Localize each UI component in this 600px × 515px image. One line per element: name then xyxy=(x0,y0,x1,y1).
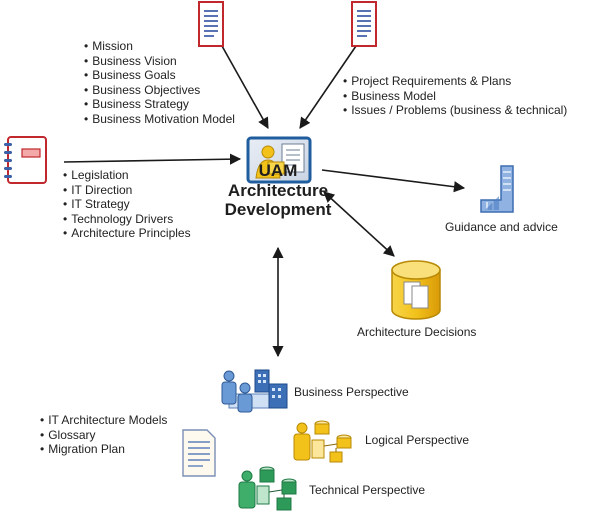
arrow-notebook xyxy=(63,153,242,165)
business-people-icon xyxy=(221,369,288,413)
architect-icon xyxy=(246,136,312,184)
arrow-guidance xyxy=(321,169,466,193)
arrows xyxy=(63,45,466,358)
list-item: Business Motivation Model xyxy=(84,112,235,127)
guidance-label: Guidance and advice xyxy=(445,220,558,234)
arrow-doc-right xyxy=(299,45,357,129)
deliverables-list: IT Architecture Models Glossary Migratio… xyxy=(40,413,167,457)
it-inputs-list: Legislation IT Direction IT Strategy Tec… xyxy=(63,168,191,241)
database-icon xyxy=(391,260,441,320)
list-item: Business Objectives xyxy=(84,83,235,98)
list-item: IT Strategy xyxy=(63,197,191,212)
list-item: Business Strategy xyxy=(84,97,235,112)
list-item: Business Vision xyxy=(84,54,235,69)
list-item: Migration Plan xyxy=(40,442,167,457)
list-item: Technology Drivers xyxy=(63,212,191,227)
business-perspective-label: Business Perspective xyxy=(294,385,409,399)
technical-model-icon xyxy=(238,466,297,511)
notebook-icon xyxy=(4,136,47,184)
list-item: IT Direction xyxy=(63,183,191,198)
list-item: Mission xyxy=(84,39,235,54)
technical-perspective-label: Technical Perspective xyxy=(309,483,426,497)
center-title-line: UAM xyxy=(258,161,298,180)
list-item: IT Architecture Models xyxy=(40,413,167,428)
list-item: Issues / Problems (business & technical) xyxy=(343,103,567,118)
center-title: UAM Architecture Development xyxy=(218,161,338,220)
arrow-decisions xyxy=(323,191,395,257)
logical-model-icon xyxy=(293,420,352,463)
center-title-line: Architecture xyxy=(227,180,329,200)
list-item: Architecture Principles xyxy=(63,226,190,241)
list-item: Project Requirements & Plans xyxy=(343,74,567,89)
document-icon xyxy=(182,429,216,477)
logical-perspective-label: Logical Perspective xyxy=(365,433,470,447)
center-title-line: Development xyxy=(224,200,332,219)
list-item: Business Model xyxy=(343,89,567,104)
document-icon xyxy=(351,1,377,47)
ruler-icon xyxy=(480,165,514,213)
project-inputs-list: Project Requirements & Plans Business Mo… xyxy=(343,74,567,118)
list-item: Glossary xyxy=(40,428,167,443)
decisions-label: Architecture Decisions xyxy=(357,325,477,339)
list-item: Legislation xyxy=(63,168,191,183)
list-item: Business Goals xyxy=(84,68,235,83)
business-inputs-list: Mission Business Vision Business Goals B… xyxy=(84,39,235,127)
